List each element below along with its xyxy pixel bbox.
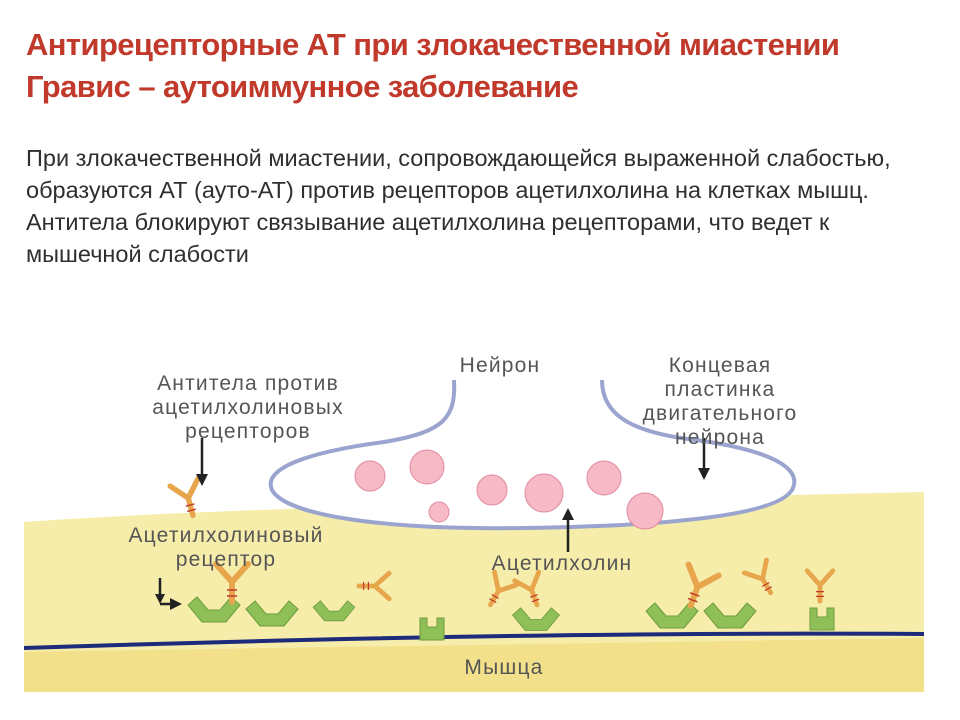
diagram-arrows — [155, 438, 710, 610]
endplate-label-2: пластинка — [665, 378, 776, 401]
muscle-membrane-line — [24, 631, 924, 650]
neuron-terminal — [268, 379, 797, 531]
muscle-label: Мышца — [464, 656, 543, 679]
synapse-illustration: Нейрон Концевая пластинка двигательного … — [24, 354, 924, 692]
synapse-diagram: Нейрон Концевая пластинка двигательного … — [24, 340, 924, 692]
receptor-label-1: Ацетилхолиновый — [128, 524, 323, 547]
receptor-label-2: рецептор — [176, 548, 277, 571]
antibodies-label-1: Антитела против — [157, 372, 339, 395]
endplate-label-3: двигательного — [643, 402, 798, 425]
antibodies-label-2: ацетилхолиновых — [152, 396, 344, 419]
muscle-lower-band — [24, 638, 924, 692]
slide-body-text: При злокачественной миастении, сопровожд… — [26, 145, 891, 267]
endplate-label-1: Концевая — [669, 354, 772, 377]
slide-title: Антирецепторные АТ при злокачественной м… — [26, 24, 946, 108]
acetylcholine-vesicles — [354, 449, 664, 530]
endplate-label-4: нейрона — [675, 426, 765, 449]
acetylcholine-label: Ацетилхолин — [492, 552, 633, 575]
neuron-label: Нейрон — [460, 354, 541, 377]
slide-title-line-1: Антирецепторные АТ при злокачественной м… — [26, 27, 840, 62]
slide-title-line-2: Гравис – аутоиммунное заболевание — [26, 69, 579, 104]
antibodies-label-3: рецепторов — [185, 420, 311, 443]
